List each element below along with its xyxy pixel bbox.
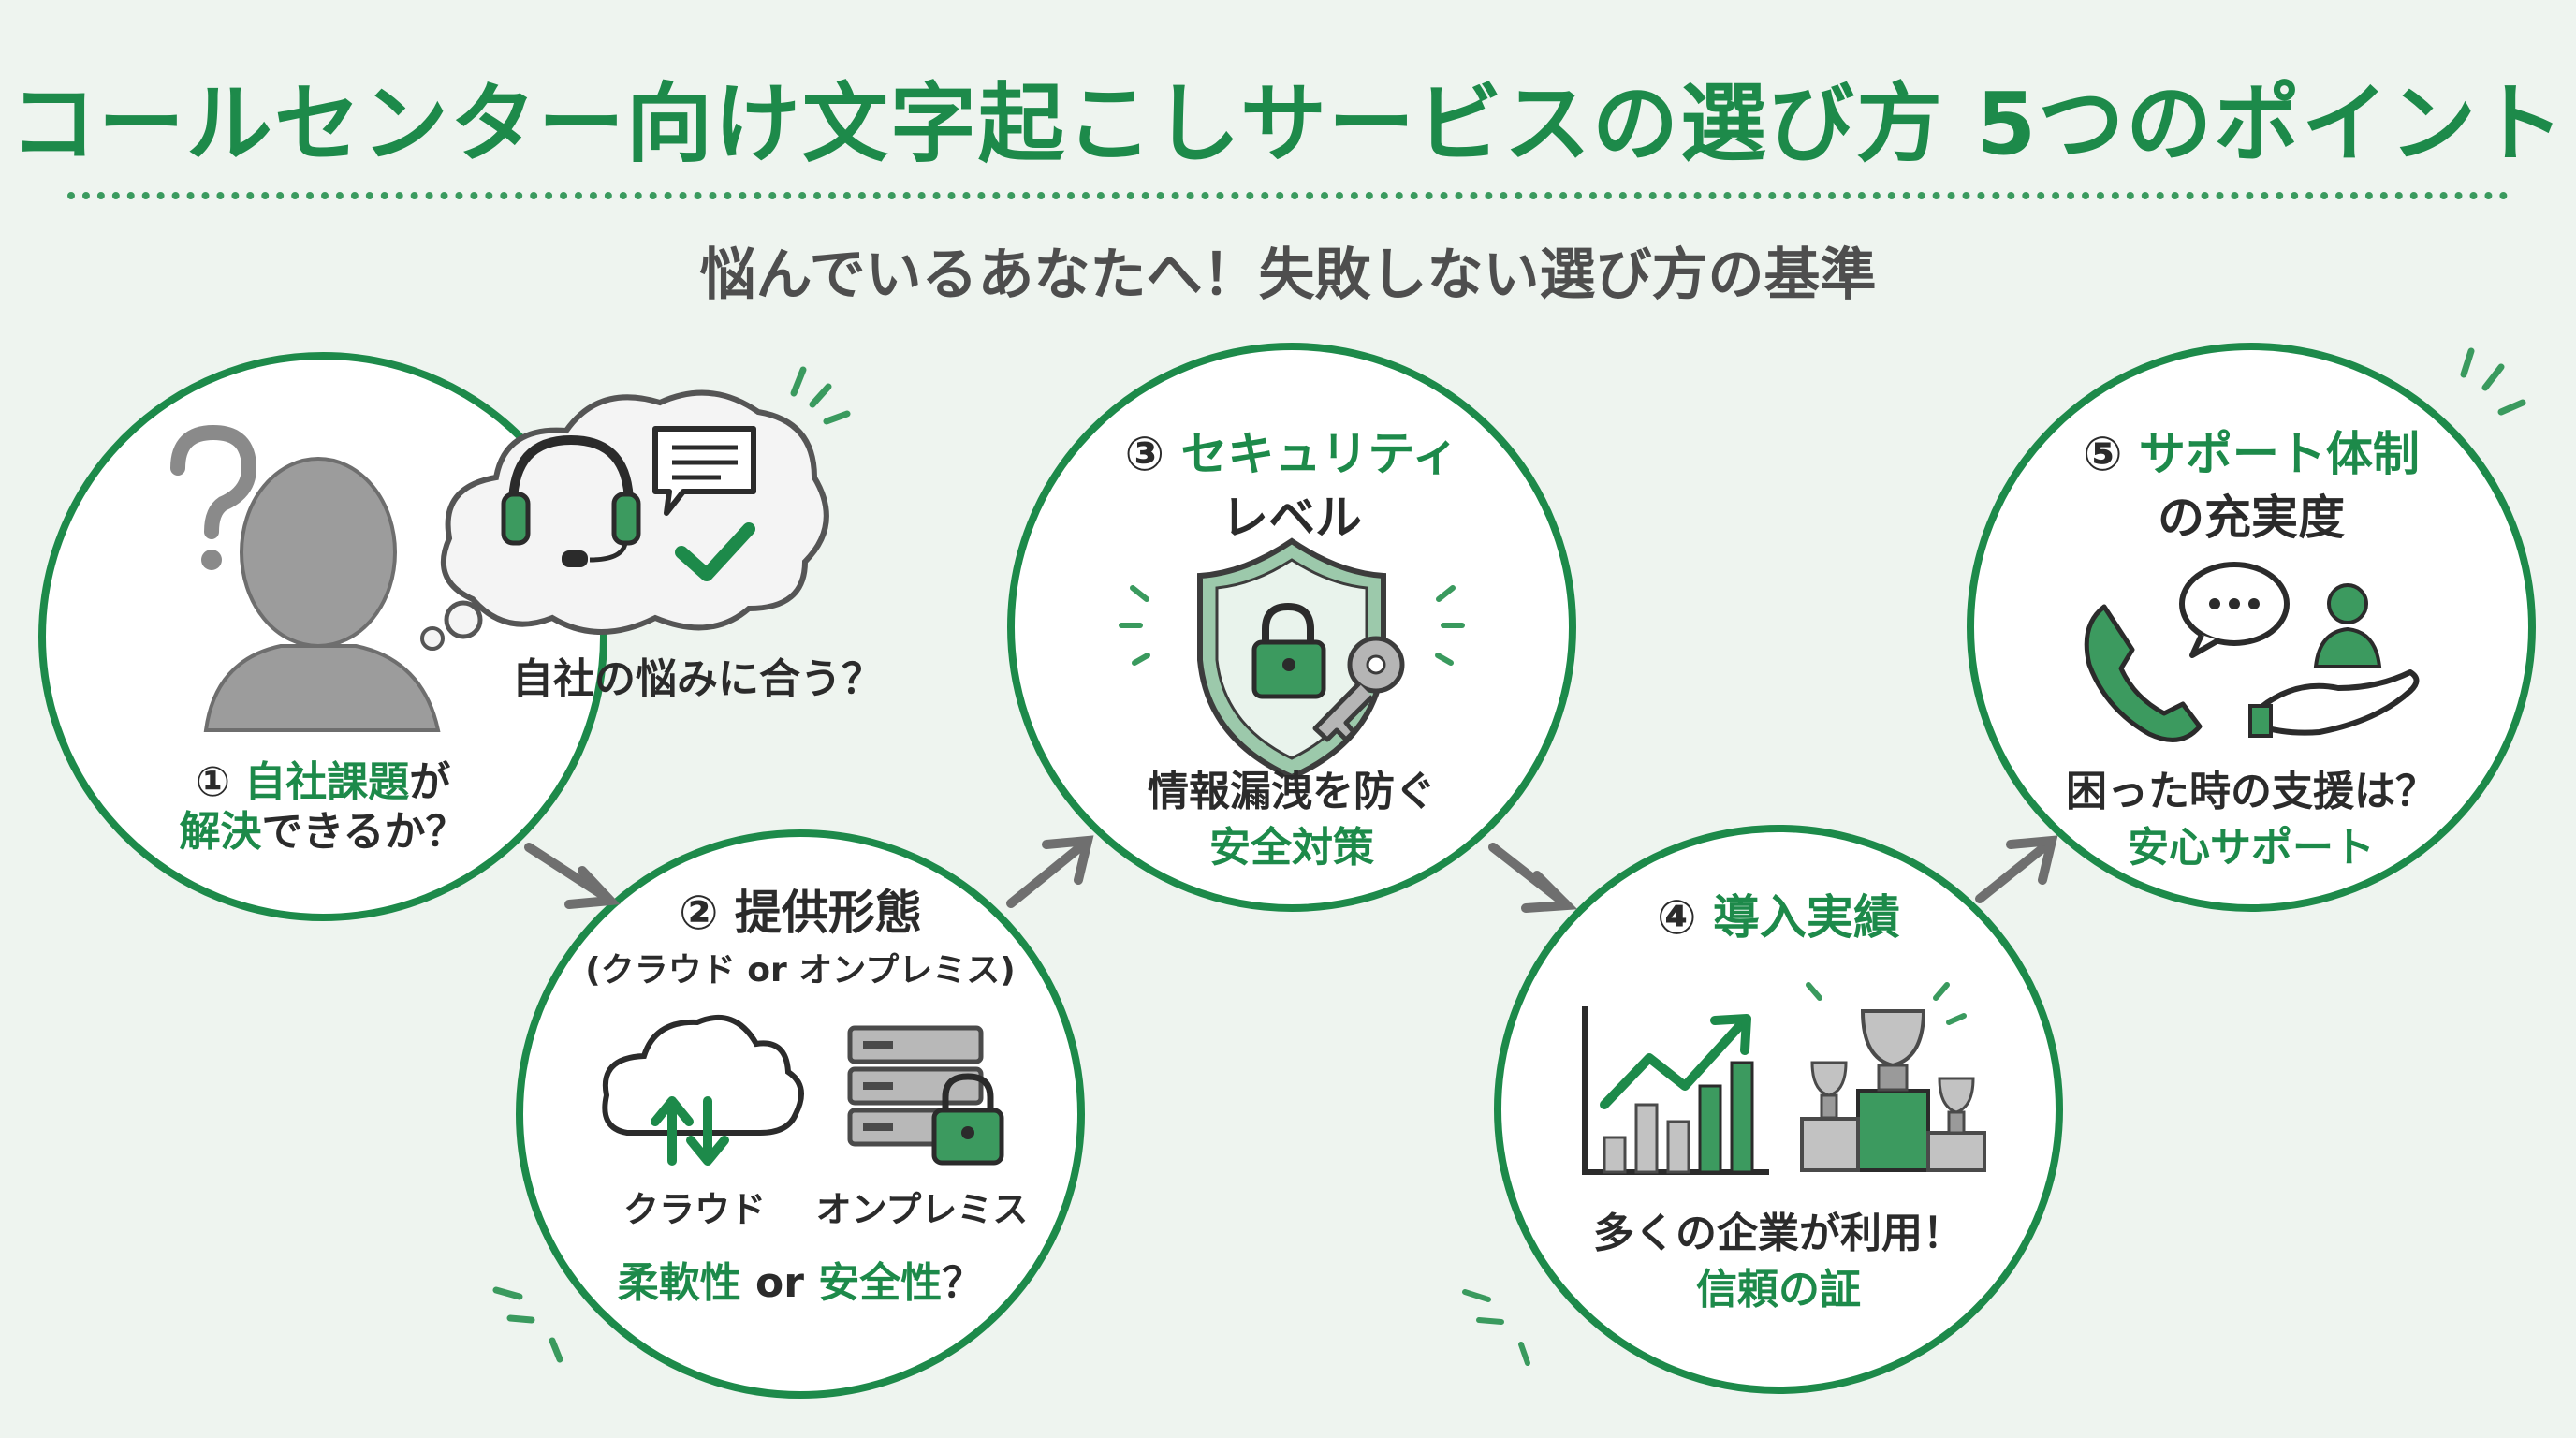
page-title: コールセンター向け文字起こしサービスの選び方 5つのポイント xyxy=(9,74,2567,174)
growth-chart-icon xyxy=(1582,1006,1769,1175)
phone-icon xyxy=(2084,604,2203,742)
step-3-title-text: セキュリティ xyxy=(1180,427,1459,481)
step-5-title-text: サポート体制 xyxy=(2138,427,2420,481)
step-3-title: ③ セキュリティ xyxy=(1125,426,1459,482)
step-1-bubble-text: 自社の悩みに合う？ xyxy=(512,655,883,703)
flow-arrow-3-4 xyxy=(1488,843,1578,913)
key-icon xyxy=(1312,636,1405,742)
step-2-cloud-label: クラウド xyxy=(622,1189,767,1230)
step-2-caption-or: or xyxy=(740,1259,819,1307)
step-2-title: ② 提供形態 xyxy=(679,885,922,941)
headset-icon xyxy=(501,434,641,567)
step-5-title-line2: の充実度 xyxy=(2158,491,2345,545)
check-mark-icon xyxy=(675,522,755,581)
message-bubble-icon xyxy=(652,426,756,516)
step-4-circle xyxy=(1494,825,2063,1394)
spark-lines-icon xyxy=(492,1286,564,1363)
flow-arrow-2-3 xyxy=(1006,835,1094,908)
dotted-divider xyxy=(67,192,2509,199)
step-5-number: ⑤ xyxy=(2083,427,2123,481)
trophy-podium-icon xyxy=(1800,1009,1986,1172)
spark-lines-icon xyxy=(1462,982,1967,1366)
step-4-caption-1: 多くの企業が利用！ xyxy=(1593,1210,1964,1257)
server-lock-icon xyxy=(847,1025,1004,1166)
step-2-caption-a: 柔軟性 xyxy=(617,1259,741,1307)
spark-lines-icon xyxy=(790,366,851,425)
spark-lines-icon xyxy=(2460,347,2526,416)
step-4-title: ④ 導入実績 xyxy=(1657,889,1900,946)
step-2-onpremise-label: オンプレミス xyxy=(815,1189,1029,1230)
step-5-caption-2: 安心サポート xyxy=(2128,824,2375,872)
chat-bubble-icon xyxy=(2179,562,2290,658)
step-1-title: ① 自社課題が 解決できるか？ xyxy=(179,758,466,858)
step-2-caption: 柔軟性 or 安全性？ xyxy=(618,1259,984,1309)
step-3-caption-2: 安全対策 xyxy=(1209,824,1374,872)
step-1-title-highlight: 自社課題 xyxy=(244,758,410,806)
step-2-subtitle: (クラウド or オンプレミス) xyxy=(585,951,1016,990)
step-4-number: ④ xyxy=(1657,890,1697,945)
spark-lines-icon xyxy=(1119,585,1465,666)
question-mark-icon xyxy=(170,424,257,570)
step-2-number: ② xyxy=(679,886,719,940)
person-silhouette-icon xyxy=(203,457,441,732)
flow-arrow-4-5 xyxy=(1975,835,2058,903)
step-3-title-line2: レベル xyxy=(1222,491,1362,545)
step-5-title: ⑤ サポート体制 xyxy=(2083,426,2420,482)
step-2-caption-b: 安全性 xyxy=(818,1259,943,1307)
step-4-caption-2: 信頼の証 xyxy=(1696,1266,1861,1313)
step-3-caption-1: 情報漏洩を防ぐ xyxy=(1148,768,1436,815)
step-1-title-line2-rest: できるか？ xyxy=(261,807,467,856)
step-2-circle xyxy=(516,829,1085,1399)
flow-arrow-1-2 xyxy=(524,843,621,909)
page-subtitle: 悩んでいるあなたへ！失敗しない選び方の基準 xyxy=(699,242,1877,308)
step-5-caption-1: 困った時の支援は？ xyxy=(2066,768,2437,815)
support-person-hand-icon xyxy=(2248,583,2420,738)
step-1-title-line2-highlight: 解決 xyxy=(179,807,262,856)
step-2-title-text: 提供形態 xyxy=(734,886,922,940)
step-3-number: ③ xyxy=(1124,427,1164,481)
step-2-caption-q: ？ xyxy=(942,1259,984,1307)
step-4-title-text: 導入実績 xyxy=(1712,890,1900,945)
cloud-sync-icon xyxy=(602,1014,804,1166)
step-1-number: ① xyxy=(195,758,230,806)
step-1-title-rest: が xyxy=(409,758,451,806)
